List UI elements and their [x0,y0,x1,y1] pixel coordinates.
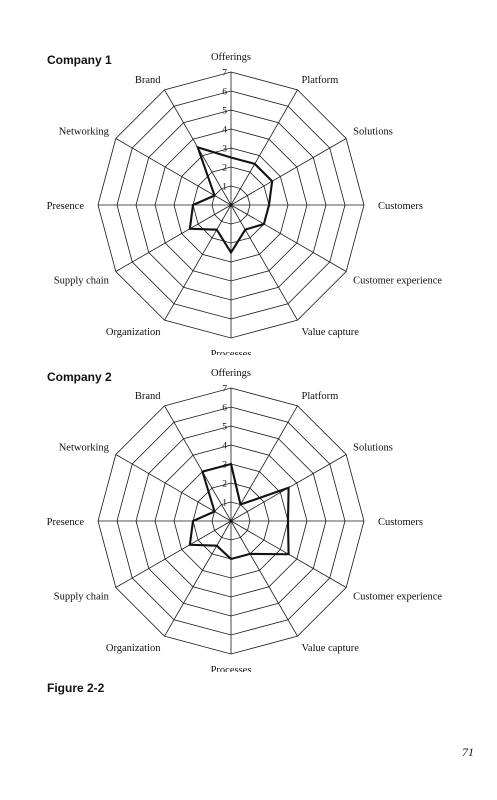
page-number: 71 [462,745,474,759]
axis-label: Networking [59,127,110,138]
axis-label: Processes [211,665,252,672]
tick-label: 3 [222,145,227,155]
axis-label: Brand [135,75,161,86]
tick-label: 7 [222,385,227,395]
axis-label: Customers [378,517,423,528]
spoke-4 [230,204,347,272]
spoke-7 [164,520,232,637]
axis-label: Presence [47,201,85,212]
spoke-7 [164,204,232,321]
tick-label: 1 [222,183,227,193]
axis-label: Value capture [302,643,360,654]
axis-label: Brand [135,391,161,402]
axis-label: Offerings [211,368,251,379]
spoke-10 [115,454,232,522]
spoke-2 [230,138,347,206]
axis-label: Networking [59,443,110,454]
tick-label: 2 [222,480,227,490]
chart-title-company-1: Company 1 [47,53,112,67]
axis-label: Offerings [211,52,251,63]
axis-label: Value capture [302,327,360,338]
tick-label: 4 [222,126,227,136]
axis-label: Organization [106,643,161,654]
spoke-5 [230,520,298,637]
axis-label: Customers [378,201,423,212]
tick-label: 2 [222,164,227,174]
radar-chart-company-1: 1 2 3 4 5 6 7 OfferingsPlatformSolutionsCustome… [47,52,443,355]
axis-label: Platform [302,75,339,86]
axis-label: Presence [47,517,85,528]
axis-label: Customer experience [353,592,442,603]
axis-label: Supply chain [54,592,110,603]
figure-caption: Figure 2-2 [47,681,105,695]
tick-label: 5 [222,107,227,117]
tick-label: 5 [222,423,227,433]
spoke-1 [230,405,298,522]
spoke-8 [115,204,232,272]
axis-label: Solutions [353,443,393,454]
tick-label: 4 [222,442,227,452]
radar-chart-company-2: 1234567OfferingsPlatformSolutionsCustome… [47,368,443,672]
series-line [188,462,290,561]
axis-label: Supply chain [54,276,110,287]
tick-label: 1 [222,499,227,509]
tick-label: 7 [222,69,227,79]
axis-label: Customer experience [353,276,442,287]
axis-label: Solutions [353,127,393,138]
tick-label: 6 [222,404,227,414]
axis-label: Platform [302,391,339,402]
spoke-1 [230,89,298,206]
spoke-10 [115,138,232,206]
spoke-8 [115,520,232,588]
spoke-11 [164,405,232,522]
axis-label: Processes [211,349,252,355]
axis-label: Organization [106,327,161,338]
tick-label: 6 [222,88,227,98]
chart-title-company-2: Company 2 [47,370,112,384]
spoke-5 [230,204,298,321]
